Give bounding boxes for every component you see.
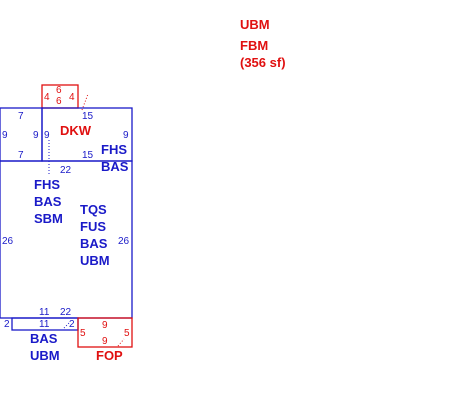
dim-11-bottom: 11 [39,307,50,318]
top-porch-dim-top: 6 [56,85,62,96]
dim-9-dkw-left: 9 [44,130,50,141]
left-room-dim-right: 9 [33,130,39,141]
dim-22-bottom: 22 [60,307,72,318]
label-ubm-center: UBM [80,253,110,268]
label-bas-left: BAS [34,194,62,209]
main-body-outline [0,160,133,319]
label-tqs: TQS [80,202,107,217]
dim-26-right: 26 [118,236,130,247]
left-room-dim-top: 7 [18,111,24,122]
label-bas-right: BAS [101,159,129,174]
label-bas-bottom: BAS [30,331,58,346]
label-ubm-bottom: UBM [30,348,60,363]
label-bas-center: BAS [80,236,108,251]
fop-dim-bottom: 9 [102,336,108,347]
dim-2-left: 2 [4,319,10,330]
label-fhs-right: FHS [101,142,127,157]
fop-leader [117,338,125,347]
label-fhs-left: FHS [34,177,60,192]
label-sbm-left: SBM [34,211,63,226]
top-porch-dim-right: 4 [69,92,75,103]
left-room-dim-bottom: 7 [18,150,24,161]
left-room-dim-left: 9 [2,130,8,141]
fop-dim-top: 9 [102,320,108,331]
label-dkw: DKW [60,123,92,138]
dim-26-left: 26 [2,236,14,247]
dim-9-dkw-right: 9 [123,130,129,141]
legend-ubm: UBM [240,17,270,32]
dim-15-bottom: 15 [82,150,94,161]
legend-area: (356 sf) [240,55,286,70]
label-fus: FUS [80,219,106,234]
top-porch-dim-left: 4 [44,92,50,103]
fop-dim-left: 5 [80,328,86,339]
label-fop: FOP [96,348,123,363]
top-porch-dim-bottom: 6 [56,96,62,107]
dim-15-top: 15 [82,111,94,122]
dim-2-right: 2 [69,319,75,330]
dim-22-inner: 22 [60,165,72,176]
dim-11-strip: 11 [39,319,50,330]
fop-dim-right: 5 [124,328,130,339]
fop-outline [77,317,133,348]
legend-fbm: FBM [240,38,268,53]
